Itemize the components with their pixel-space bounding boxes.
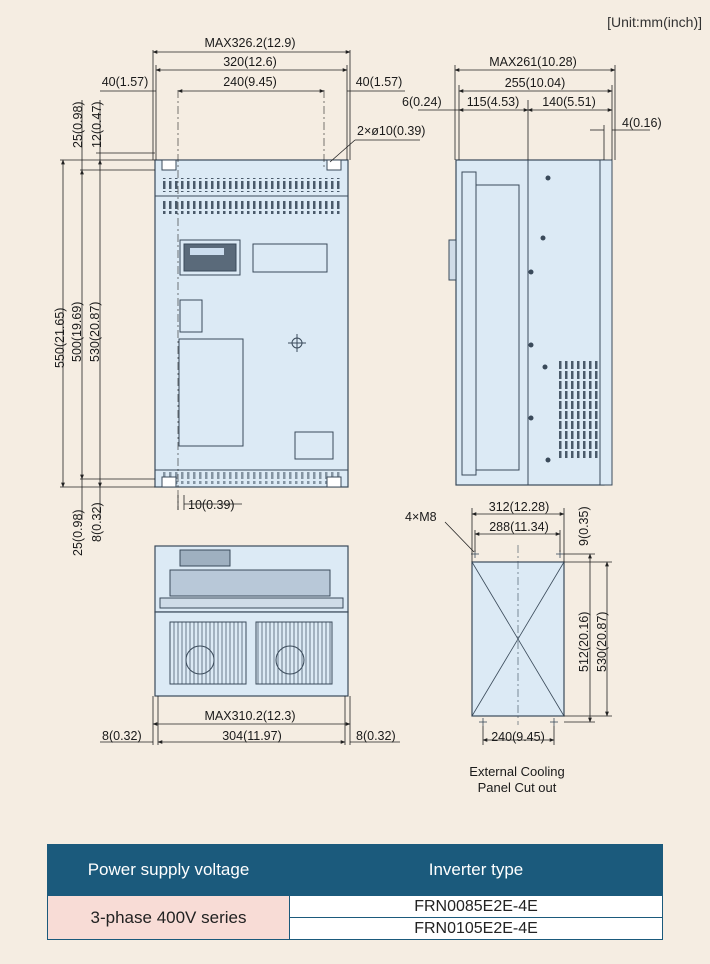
side-dimension-labels: MAX261(10.28) 255(10.04) 6(0.24) 115(4.5… bbox=[402, 55, 662, 130]
bottom-left-label: 8(0.32) bbox=[102, 729, 142, 743]
table-row: FRN0105E2E-4E bbox=[48, 917, 663, 940]
cutout-hole-pitch-label: 288(11.34) bbox=[489, 520, 549, 534]
cutout-bottom-pitch-label: 240(9.45) bbox=[491, 730, 545, 744]
rear-depth-label: 140(5.51) bbox=[542, 95, 596, 109]
body-height-label: 530(20.87) bbox=[88, 302, 102, 362]
front-view bbox=[154, 90, 349, 510]
top-hole-label: 12(0.47) bbox=[90, 101, 104, 148]
header-voltage: Power supply voltage bbox=[47, 844, 290, 896]
model-cell: FRN0085E2E-4E bbox=[289, 895, 663, 918]
model-cell: FRN0105E2E-4E bbox=[289, 917, 663, 940]
cutout-width-label: 312(12.28) bbox=[489, 500, 549, 514]
cutout-hole-height-label: 512(20.16) bbox=[577, 612, 591, 672]
max-depth-label: MAX261(10.28) bbox=[489, 55, 577, 69]
bottom-width-label: 304(11.97) bbox=[222, 729, 282, 743]
width-label: 320(12.6) bbox=[223, 55, 277, 69]
unit-note: [Unit:mm(inch)] bbox=[607, 14, 702, 30]
right-offset-label: 40(1.57) bbox=[356, 75, 403, 89]
cutout-top-label: 9(0.35) bbox=[577, 506, 591, 546]
hole-height-label: 500(19.69) bbox=[70, 302, 84, 362]
bottom-max-width-label: MAX310.2(12.3) bbox=[204, 709, 295, 723]
bottom-view bbox=[154, 545, 349, 697]
front-depth-label: 115(4.53) bbox=[467, 95, 520, 109]
bottom-margin-label: 25(0.98) bbox=[71, 509, 85, 556]
cutout-caption-line1: External Cooling bbox=[469, 764, 564, 779]
front-dimension-labels: MAX326.2(12.9) 320(12.6) 40(1.57) 240(9.… bbox=[53, 36, 425, 556]
dimension-drawing: MAX326.2(12.9) 320(12.6) 40(1.57) 240(9.… bbox=[53, 36, 662, 795]
side-dimensions bbox=[418, 65, 650, 160]
side-view bbox=[448, 159, 613, 486]
spec-table-header: Power supply voltage Inverter type bbox=[47, 844, 663, 896]
cutout-height-label: 530(20.87) bbox=[595, 612, 609, 672]
cutout-view bbox=[471, 545, 565, 726]
cutout-caption-line2: Panel Cut out bbox=[478, 780, 557, 795]
front-dimensions bbox=[60, 50, 420, 520]
table-row: 3-phase 400V series FRN0085E2E-4E bbox=[47, 895, 663, 940]
header-type: Inverter type bbox=[289, 844, 663, 896]
spec-table: Power supply voltage Inverter type 3-pha… bbox=[47, 844, 663, 940]
hole-pitch-label: 240(9.45) bbox=[223, 75, 277, 89]
total-height-label: 550(21.65) bbox=[53, 308, 67, 368]
series-cell: 3-phase 400V series bbox=[47, 895, 290, 940]
left-offset-label: 40(1.57) bbox=[102, 75, 149, 89]
bottom-right-label: 8(0.32) bbox=[356, 729, 396, 743]
slot-width-label: 10(0.39) bbox=[188, 498, 235, 512]
top-margin-label: 25(0.98) bbox=[71, 101, 85, 148]
flange-label: 6(0.24) bbox=[402, 95, 442, 109]
bracket-label: 4(0.16) bbox=[622, 116, 662, 130]
bottom-hole-label: 8(0.32) bbox=[90, 502, 104, 542]
hole-dia-label: 2×ø10(0.39) bbox=[357, 124, 425, 138]
cutout-dimension-labels: 312(12.28) 4×M8 288(11.34) 9(0.35) 512(2… bbox=[405, 500, 609, 795]
depth-label: 255(10.04) bbox=[505, 76, 565, 90]
max-width-label: MAX326.2(12.9) bbox=[204, 36, 295, 50]
cutout-dimensions bbox=[444, 508, 612, 745]
bottom-dimension-labels: MAX310.2(12.3) 8(0.32) 304(11.97) 8(0.32… bbox=[102, 709, 396, 743]
bottom-dimensions bbox=[100, 696, 400, 745]
screw-label: 4×M8 bbox=[405, 510, 437, 524]
